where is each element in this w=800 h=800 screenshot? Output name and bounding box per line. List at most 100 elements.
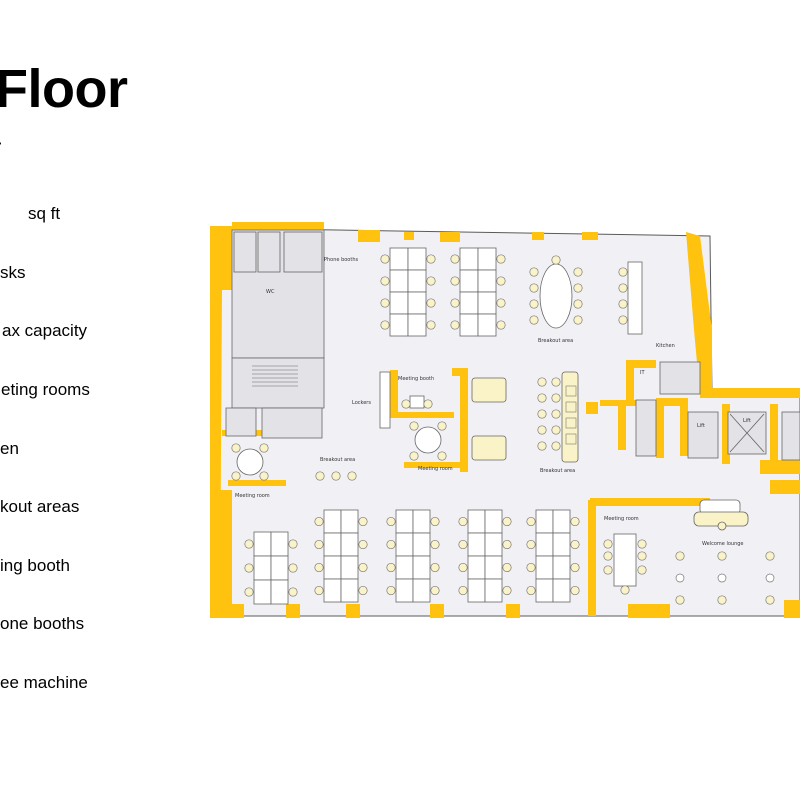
chair	[314, 516, 324, 527]
side-table	[717, 573, 727, 583]
chair	[347, 471, 357, 481]
feature-area: sq ft	[28, 204, 61, 223]
label-lift-2: Lift	[743, 418, 751, 424]
chair	[618, 299, 628, 309]
label-meeting-room-right: Meeting room	[604, 516, 639, 522]
desk	[552, 555, 571, 580]
label-lift-1: Lift	[697, 423, 705, 429]
chair	[450, 298, 460, 308]
desk	[484, 532, 503, 557]
chair	[526, 585, 536, 596]
chair	[458, 585, 468, 596]
desk	[340, 578, 359, 603]
desk	[412, 532, 431, 557]
room-labels: Phone booths WC Breakout area Kitchen IT…	[235, 257, 751, 547]
chair	[675, 551, 685, 561]
chair	[618, 267, 628, 277]
feature-meeting-rooms: eting rooms	[1, 380, 90, 399]
chair	[573, 315, 583, 325]
desk	[395, 532, 414, 557]
desk	[323, 555, 342, 580]
chair	[618, 315, 628, 325]
label-welcome-lounge: Welcome lounge	[702, 541, 744, 547]
desk	[477, 269, 497, 293]
feature-desks: sks	[0, 263, 26, 282]
chair	[537, 377, 547, 387]
chair	[458, 539, 468, 550]
meeting-table	[414, 426, 442, 454]
chair	[573, 267, 583, 277]
label-it: IT	[640, 370, 645, 376]
chair	[244, 563, 254, 573]
desk	[484, 555, 503, 580]
desk	[459, 291, 479, 315]
chair	[537, 409, 547, 419]
side-table	[675, 573, 685, 583]
chair	[450, 320, 460, 330]
chair	[526, 516, 536, 527]
chair	[573, 283, 583, 293]
desk	[389, 313, 409, 337]
chair	[358, 585, 368, 596]
desk	[459, 313, 479, 337]
chair	[637, 565, 647, 575]
chair	[570, 516, 580, 527]
chair	[502, 585, 512, 596]
chair	[423, 399, 433, 409]
chair	[331, 471, 341, 481]
desk	[270, 555, 289, 581]
chair	[401, 399, 411, 409]
desk	[323, 509, 342, 534]
chair	[717, 551, 727, 561]
chair	[430, 562, 440, 573]
chair	[603, 551, 613, 561]
desk	[340, 509, 359, 534]
chair	[502, 516, 512, 527]
chair	[603, 539, 613, 549]
feature-max-capacity: ax capacity	[2, 321, 88, 340]
kitchen-counter	[627, 261, 643, 335]
desk	[467, 509, 486, 534]
desk	[340, 555, 359, 580]
desk	[407, 291, 427, 315]
chair	[314, 585, 324, 596]
bench-seat	[565, 433, 577, 445]
chair	[637, 551, 647, 561]
chair	[496, 276, 506, 286]
chair	[502, 539, 512, 550]
desk	[552, 578, 571, 603]
floor-plan: Phone booths WC Breakout area Kitchen IT…	[205, 222, 800, 622]
chair	[570, 585, 580, 596]
chair	[765, 551, 775, 561]
chair	[409, 451, 419, 461]
chair	[437, 421, 447, 431]
chair	[426, 254, 436, 264]
bench-seat	[565, 417, 577, 429]
desk	[253, 555, 272, 581]
feature-kitchen: en	[0, 439, 19, 458]
chair	[551, 425, 561, 435]
chair	[637, 539, 647, 549]
desk	[484, 578, 503, 603]
chair	[551, 441, 561, 451]
chair	[551, 377, 561, 387]
desk	[395, 555, 414, 580]
chair	[537, 425, 547, 435]
chair	[765, 595, 775, 605]
chair	[529, 315, 539, 325]
furniture-layer	[231, 247, 775, 605]
desk	[389, 269, 409, 293]
desk	[395, 509, 414, 534]
desk	[270, 531, 289, 557]
chair	[603, 565, 613, 575]
desk	[535, 578, 554, 603]
desk	[484, 509, 503, 534]
chair	[618, 283, 628, 293]
page-subtitle: our	[0, 134, 1, 161]
chair	[426, 298, 436, 308]
desk	[395, 578, 414, 603]
desk	[340, 532, 359, 557]
chair	[314, 562, 324, 573]
desk	[412, 578, 431, 603]
label-meeting-booth: Meeting booth	[398, 376, 434, 382]
